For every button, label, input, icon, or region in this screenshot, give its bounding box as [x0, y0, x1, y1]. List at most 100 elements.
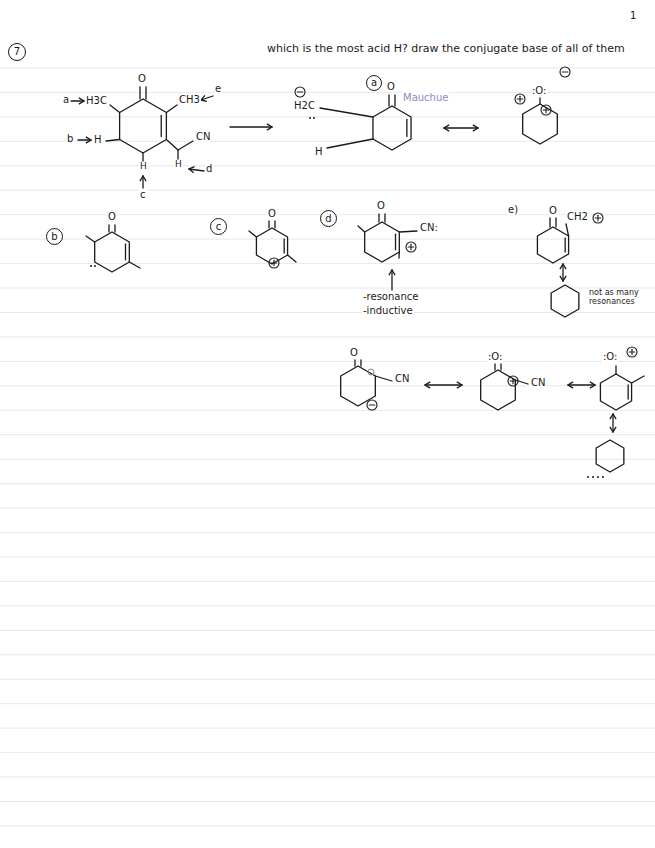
reaction-arrow	[230, 126, 272, 127]
bond-line	[500, 364, 501, 370]
ruled-line	[0, 483, 655, 484]
annotation-label: -inductive	[362, 305, 414, 316]
annotation-label: CN	[195, 131, 211, 142]
charge-sign	[545, 107, 546, 113]
ruled-line	[0, 825, 655, 826]
annotation-label: :O:	[487, 351, 503, 362]
bond-line	[178, 141, 193, 150]
bond-line	[399, 231, 417, 232]
bond-line	[166, 140, 178, 151]
arrow-head	[189, 167, 195, 173]
charge-sign	[410, 244, 411, 250]
annotation-label: d	[205, 163, 213, 174]
bond-line	[632, 376, 644, 383]
annotation-label: O	[386, 81, 396, 92]
resonance-arrow	[444, 127, 478, 128]
bond-line	[142, 153, 143, 161]
charge-sign	[562, 71, 568, 72]
ruled-line	[0, 288, 655, 289]
annotation-label: CN	[394, 373, 410, 384]
charge-sign	[369, 404, 375, 405]
annotation-label: H	[139, 162, 148, 172]
arrow-head	[568, 382, 573, 388]
annotation-label: CN:	[419, 222, 439, 233]
bond-line	[549, 218, 550, 227]
ruled-line	[0, 459, 655, 460]
bond-line	[106, 140, 120, 142]
bond-line	[114, 225, 115, 232]
ring	[596, 440, 624, 472]
arrow-head	[389, 270, 395, 275]
ruled-line	[0, 434, 655, 435]
annotation-label: O	[267, 208, 277, 219]
bond-line	[615, 366, 616, 374]
arrow-head	[79, 98, 84, 104]
arrow-head	[590, 382, 595, 388]
bond-line	[86, 236, 95, 242]
arrow-head	[425, 382, 430, 388]
ring	[120, 99, 167, 153]
arrow-head	[201, 95, 207, 101]
bond-line	[358, 226, 365, 232]
charge-circle	[627, 347, 637, 357]
annotation-label: -resonance	[362, 291, 419, 302]
ruled-line	[0, 385, 655, 386]
ruled-line	[0, 654, 655, 655]
double-bond-line	[161, 115, 162, 136]
ruled-line	[0, 752, 655, 753]
ruled-line	[0, 557, 655, 558]
lone-pair-dot	[90, 265, 92, 267]
arrow-head	[610, 427, 616, 432]
annotation-label: CN	[530, 377, 546, 388]
resonance-arrow	[425, 384, 462, 385]
ruled-line	[0, 190, 655, 191]
double-bond-line	[628, 385, 629, 399]
electron-push-mark	[368, 369, 374, 375]
double-bond-line	[395, 234, 396, 250]
bond-line	[494, 364, 495, 370]
double-bond-line	[406, 119, 407, 136]
annotation-label: CH2	[566, 211, 589, 222]
annotation-label: a	[62, 94, 70, 105]
bond-line	[145, 87, 146, 99]
circled-marker: c	[210, 218, 227, 235]
lone-pair-dot	[94, 265, 96, 267]
arrow-head	[86, 137, 91, 143]
ruled-line	[0, 679, 655, 680]
charge-sign	[512, 378, 513, 384]
bond-line	[539, 98, 540, 104]
annotation-label: H	[174, 160, 183, 170]
ring	[523, 104, 558, 144]
arrow-head	[560, 276, 566, 281]
bond-line	[375, 376, 392, 381]
annotation-label: c	[139, 189, 147, 200]
annotation-label: CH3	[178, 94, 201, 105]
bond-line	[360, 360, 361, 366]
ruled-line	[0, 703, 655, 704]
annotation-label: :O:	[531, 85, 547, 96]
circled-marker: d	[320, 210, 337, 227]
question-heading: which is the most acid H? draw the conju…	[266, 43, 653, 55]
charge-circle	[593, 213, 603, 223]
resonance-arrow	[612, 414, 613, 432]
ruled-line	[0, 68, 655, 69]
ring	[600, 374, 631, 410]
lone-pair-dot	[313, 117, 315, 119]
charge-circle	[269, 258, 279, 268]
lone-pair-dot	[602, 476, 604, 478]
annotation-label: not as many resonances	[588, 289, 652, 307]
annotation-label: e)	[507, 204, 519, 215]
charge-sign	[273, 260, 274, 266]
bond-line	[110, 105, 120, 113]
annotation-label: O	[137, 73, 147, 84]
bond-line	[288, 255, 296, 262]
annotation-label: e	[214, 83, 222, 94]
ruled-line	[0, 336, 655, 337]
charge-circle	[295, 87, 305, 97]
annotation-label: O	[548, 205, 558, 216]
bond-line	[129, 262, 140, 268]
marker-text: d	[325, 214, 331, 224]
bond-line	[320, 108, 373, 117]
bond-line	[268, 221, 269, 228]
